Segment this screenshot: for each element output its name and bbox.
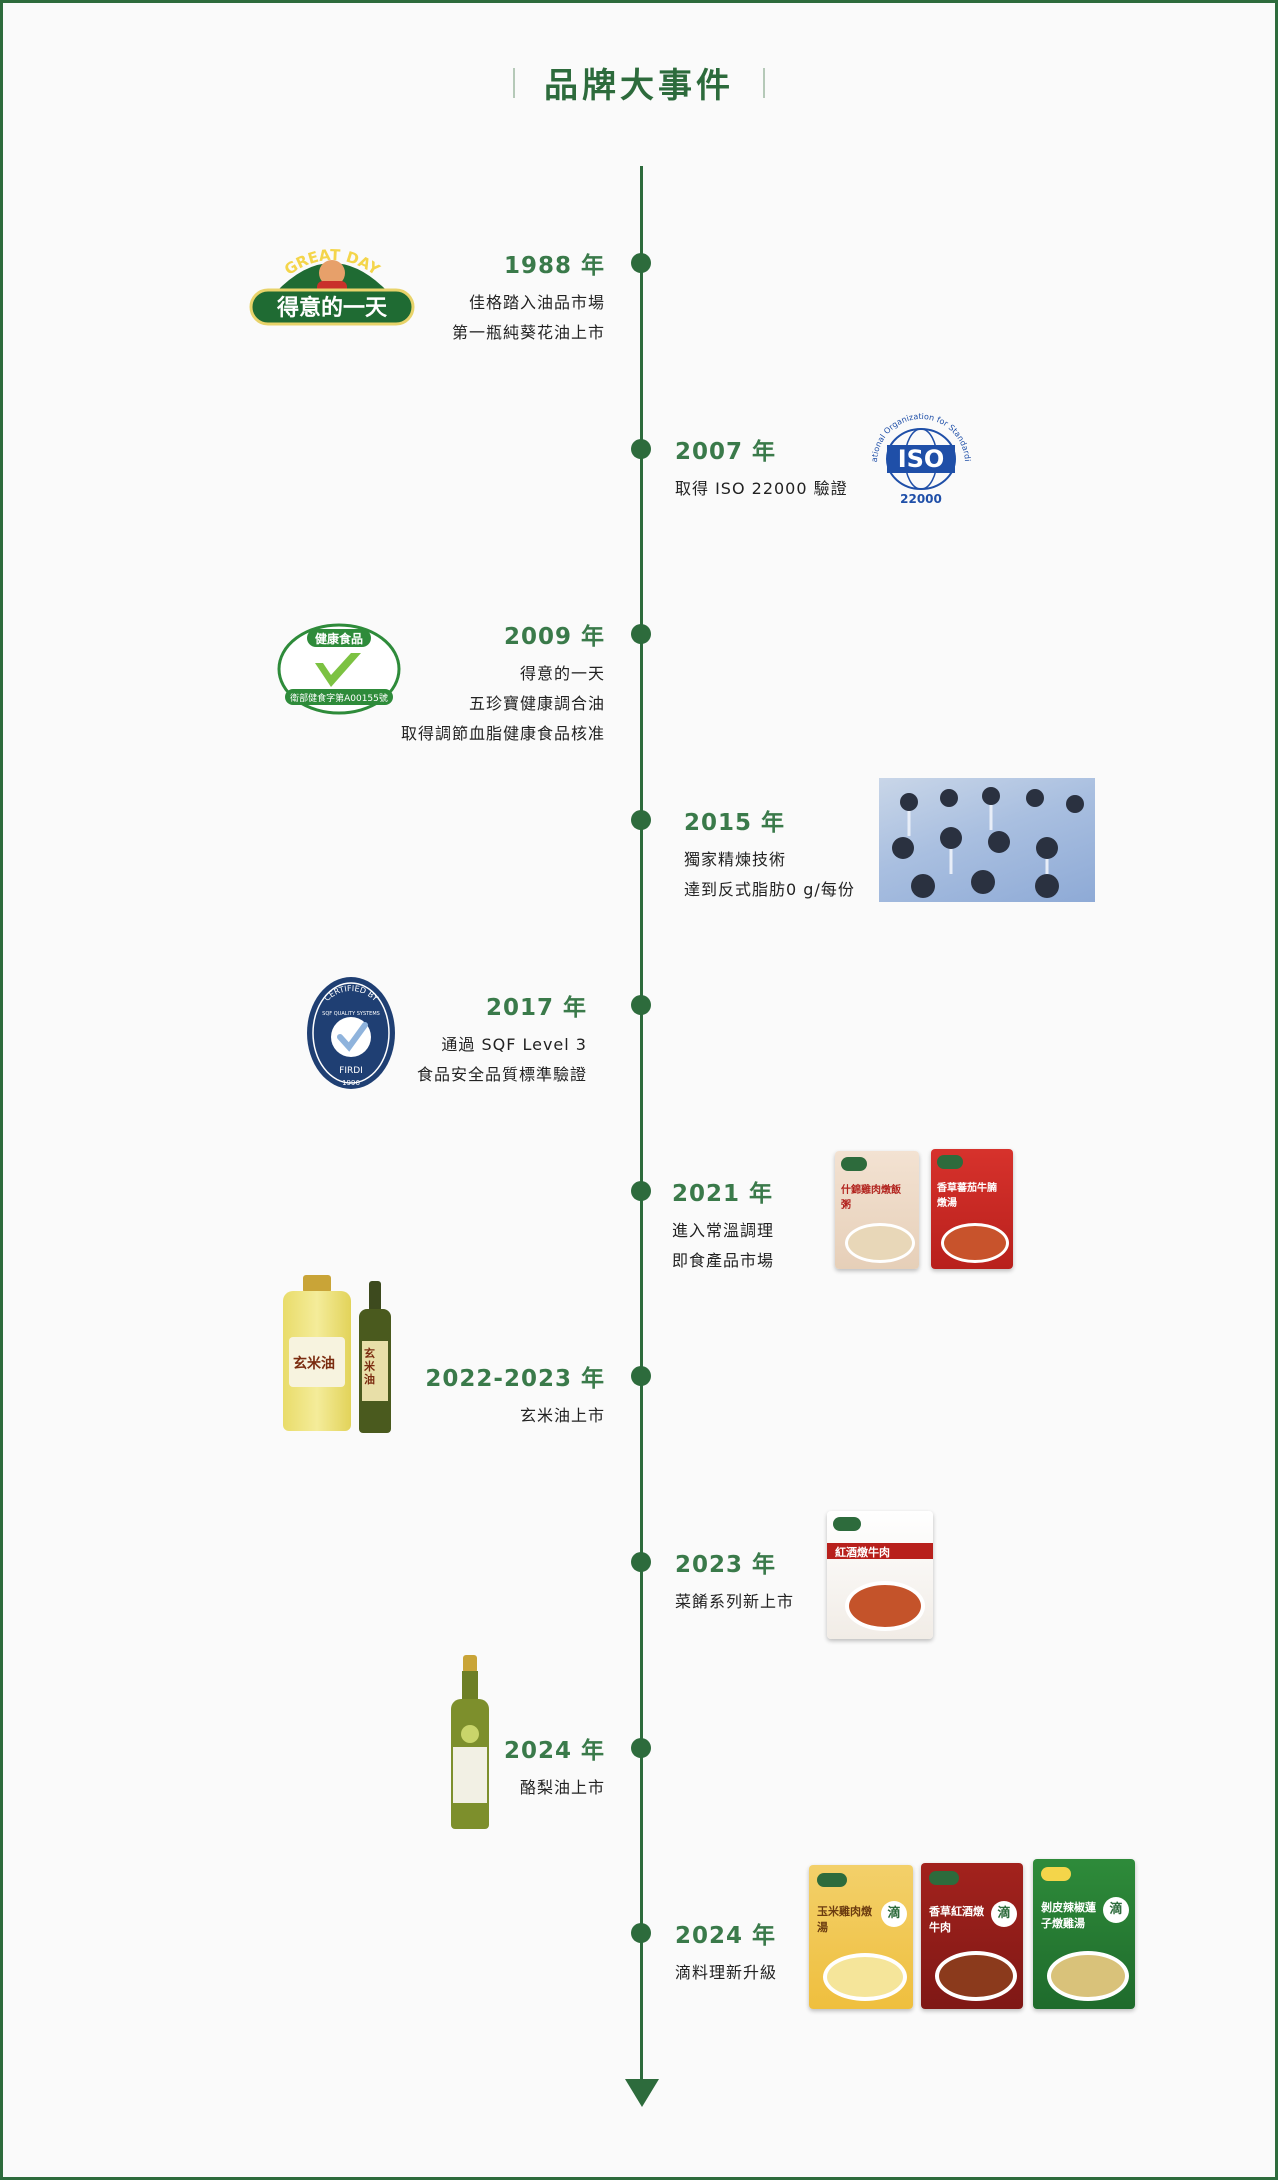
great-day-logo: GREAT DAY 得意的一天 <box>249 246 415 326</box>
event-line: 五珍寶健康調合油 <box>468 694 605 713</box>
event-2024-drop: 2024 年 滴料理新升級 <box>675 1916 777 1988</box>
timeline-dot <box>631 439 651 459</box>
sqf-mid-text: SQF QUALITY SYSTEMS <box>322 1011 380 1017</box>
avocado-oil-bottle <box>451 1655 489 1829</box>
event-year: 2024 年 <box>675 1923 777 1949</box>
event-2021: 2021 年 進入常溫調理 即食產品市場 <box>672 1174 774 1276</box>
pack-drop-badge: 滴 <box>881 1901 907 1927</box>
timeline-arrow-icon <box>625 2079 659 2107</box>
iso-word: ISO <box>898 445 945 473</box>
sqf-year-text: 1996 <box>342 1079 360 1087</box>
event-year: 2021 年 <box>672 1181 774 1207</box>
event-year: 2015 年 <box>684 810 786 836</box>
pack-drop-badge: 滴 <box>1103 1897 1129 1923</box>
event-2022-2023: 2022-2023 年 玄米油上市 <box>425 1359 605 1431</box>
event-2015: 2015 年 獨家精煉技術 達到反式脂肪0 g/每份 <box>684 803 855 905</box>
event-1988: 1988 年 佳格踏入油品市場 第一瓶純葵花油上市 <box>452 246 605 348</box>
event-2017: 2017 年 通過 SQF Level 3 食品安全品質標準驗證 <box>417 988 587 1090</box>
event-year: 2017 年 <box>485 995 587 1021</box>
timeline-dot <box>631 995 651 1015</box>
rice-bran-oil-large-bottle: 玄米油 <box>283 1275 355 1433</box>
event-2009: 2009 年 得意的一天 五珍寶健康調合油 取得調節血脂健康食品核准 <box>401 617 605 749</box>
timeline-dot <box>631 1738 651 1758</box>
bottle-label: 玄米油 <box>293 1356 335 1372</box>
event-line: 玄米油上市 <box>519 1406 605 1425</box>
product-pack-2024a: 玉米雞肉燉湯 滴 <box>809 1865 913 2009</box>
timeline-dot <box>631 1181 651 1201</box>
event-year: 1988 年 <box>503 253 605 279</box>
timeline-dot <box>631 1923 651 1943</box>
iso-number: 22000 <box>900 492 942 506</box>
rice-bran-oil-small-bottle: 玄米油 <box>359 1281 391 1433</box>
sqf-fdi-text: FIRDI <box>339 1066 363 1076</box>
event-line: 得意的一天 <box>519 664 605 683</box>
bottle-label: 玄米油 <box>364 1347 375 1386</box>
product-pack-2024c: 剝皮辣椒蓮子燉雞湯 滴 <box>1033 1859 1135 2009</box>
event-line: 取得 ISO 22000 驗證 <box>675 479 848 498</box>
refining-equipment-photo <box>879 778 1095 902</box>
brand-name-text: 得意的一天 <box>276 295 388 321</box>
event-line: 佳格踏入油品市場 <box>468 293 605 312</box>
event-line: 第一瓶純葵花油上市 <box>451 323 605 342</box>
pack-drop-badge: 滴 <box>991 1901 1017 1927</box>
health-top-text: 健康食品 <box>315 631 363 646</box>
timeline-dot <box>631 1366 651 1386</box>
event-2024-avocado: 2024 年 酪梨油上市 <box>504 1731 605 1803</box>
page-title: 品牌大事件 <box>544 66 734 106</box>
event-line: 通過 SQF Level 3 <box>441 1035 587 1054</box>
event-line: 食品安全品質標準驗證 <box>416 1065 587 1084</box>
event-line: 進入常溫調理 <box>672 1221 775 1240</box>
timeline-dot <box>631 810 651 830</box>
health-bottom-text: 衛部健食字第A00155號 <box>290 692 388 704</box>
event-line: 菜餚系列新上市 <box>675 1592 795 1611</box>
event-line: 酪梨油上市 <box>519 1778 605 1797</box>
timeline-dot <box>631 1552 651 1572</box>
pack-label: 玉米雞肉燉湯 <box>817 1905 872 1934</box>
event-2023: 2023 年 菜餚系列新上市 <box>675 1545 794 1617</box>
pack-label: 什錦雞肉燉飯粥 <box>841 1185 901 1211</box>
event-year: 2009 年 <box>503 624 605 650</box>
page-header: 品牌大事件 <box>3 58 1275 107</box>
sqf-certified-logo: CERTIFIED BY SQF QUALITY SYSTEMS FIRDI 1… <box>307 977 395 1089</box>
timeline-axis <box>640 166 643 2086</box>
product-pack-2024b: 香草紅酒燉牛肉 滴 <box>921 1863 1023 2009</box>
title-right-bar <box>763 67 766 98</box>
event-year: 2024 年 <box>503 1738 605 1764</box>
title-left-bar <box>512 67 515 98</box>
timeline-dot <box>631 624 651 644</box>
iso-22000-logo: International Organization for Standardi… <box>865 403 972 506</box>
health-food-logo: 健康食品 衛部健食字第A00155號 <box>277 623 401 715</box>
event-year: 2022-2023 年 <box>425 1366 605 1392</box>
event-line: 滴料理新升級 <box>675 1963 778 1982</box>
event-line: 獨家精煉技術 <box>684 850 787 869</box>
event-year: 2007 年 <box>675 439 777 465</box>
pack-label: 香草紅酒燉牛肉 <box>929 1905 984 1934</box>
pack-label: 紅酒燉牛肉 <box>835 1546 890 1559</box>
event-line: 取得調節血脂健康食品核准 <box>400 724 605 743</box>
event-year: 2023 年 <box>675 1552 777 1578</box>
event-line: 達到反式脂肪0 g/每份 <box>684 880 855 899</box>
pack-label: 剝皮辣椒蓮子燉雞湯 <box>1041 1901 1096 1930</box>
product-pack-2021b: 香草蕃茄牛腩燉湯 <box>931 1149 1013 1269</box>
timeline-dot <box>631 253 651 273</box>
pack-label: 香草蕃茄牛腩燉湯 <box>937 1183 997 1209</box>
product-pack-2021a: 什錦雞肉燉飯粥 <box>835 1151 919 1269</box>
event-2007: 2007 年 取得 ISO 22000 驗證 <box>675 432 848 504</box>
event-line: 即食產品市場 <box>672 1251 775 1270</box>
product-pack-2023: 紅酒燉牛肉 <box>827 1511 933 1639</box>
